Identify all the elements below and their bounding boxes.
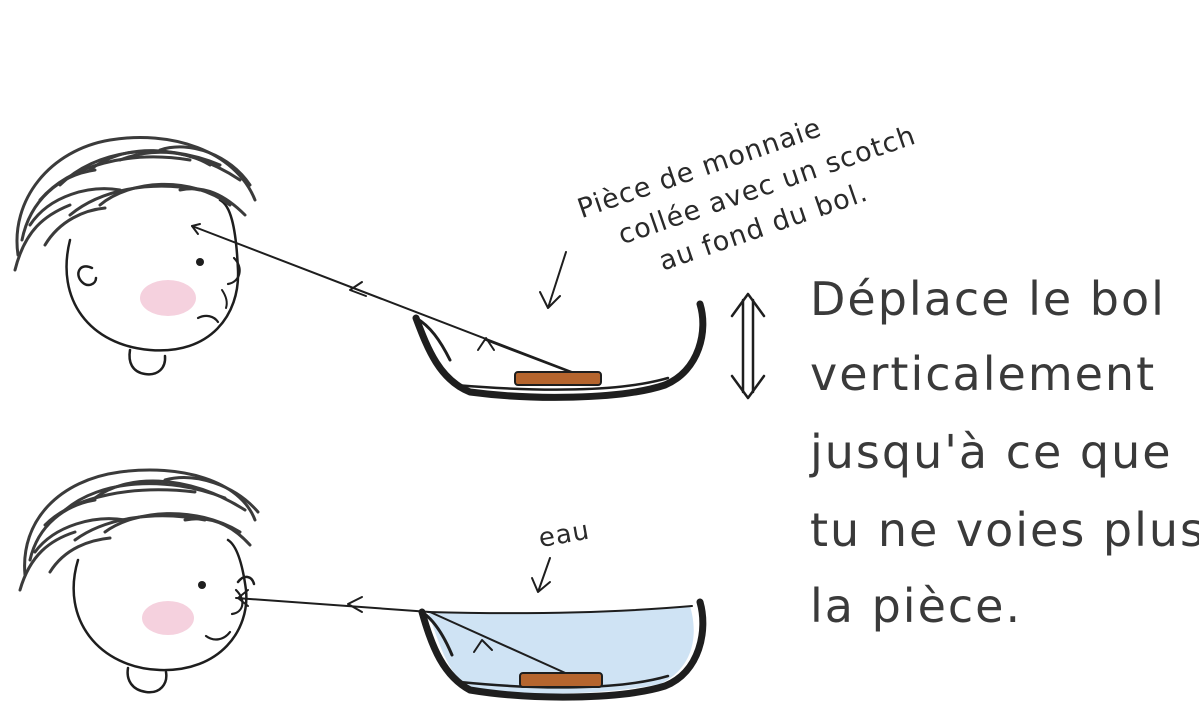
top-mouth [196, 314, 220, 324]
instruction-line-4: tu ne voies plus [810, 503, 1199, 557]
top-eye [196, 258, 204, 266]
bottom-bowl-outline [418, 598, 707, 701]
instruction-block: Déplace le bol verticalement jusqu'à ce … [809, 272, 1199, 633]
top-ear [77, 265, 98, 287]
top-bowl-outline [412, 300, 707, 401]
coin-label: Pièce de monnaie collée avec un scotch a… [574, 112, 920, 277]
bottom-head-figure [18, 468, 260, 694]
bottom-hair [18, 468, 260, 592]
bottom-light-ray [235, 589, 431, 613]
coin-pointer-arrow [539, 251, 567, 309]
bottom-nose [230, 588, 244, 616]
bottom-neck [126, 666, 168, 694]
bottom-head-outline [72, 538, 248, 672]
bottom-bowl [418, 598, 707, 701]
top-hair [13, 136, 257, 272]
top-ray-arrow-3 [477, 337, 495, 351]
bottom-mouth [204, 630, 232, 641]
bottom-eyebrow [236, 575, 256, 586]
instruction-line-1: Déplace le bol [810, 272, 1166, 326]
top-nose [226, 256, 241, 286]
top-light-ray [191, 223, 573, 373]
instruction-line-2: verticalement [810, 347, 1156, 401]
top-coin [514, 371, 602, 386]
top-ray-arrow-2 [191, 223, 201, 235]
water-pointer-arrow [531, 557, 551, 593]
bottom-ray-arrow-3 [473, 639, 493, 653]
bottom-ray-arrow-2 [237, 589, 249, 607]
instruction-line-5: la pièce. [810, 579, 1022, 633]
top-chin-line [221, 289, 228, 309]
top-ray-arrow-1 [349, 281, 367, 297]
bottom-coin [519, 672, 603, 688]
top-bowl [412, 300, 707, 401]
top-cheek [140, 280, 196, 316]
top-neck [128, 348, 167, 376]
water-label-text: eau [536, 516, 592, 554]
instruction-line-3: jusqu'à ce que [809, 425, 1173, 479]
top-head-outline [65, 198, 240, 352]
bottom-scene: eau [18, 468, 707, 701]
top-scene: Pièce de monnaie collée avec un scotch a… [13, 112, 920, 401]
bottom-ray-arrow-1 [347, 596, 363, 613]
bottom-eye [198, 581, 206, 589]
bottom-cheek [142, 601, 194, 635]
water-fill [428, 606, 694, 694]
top-head-figure [13, 136, 257, 376]
vertical-move-arrow [730, 292, 766, 400]
water-label: eau [536, 516, 592, 554]
